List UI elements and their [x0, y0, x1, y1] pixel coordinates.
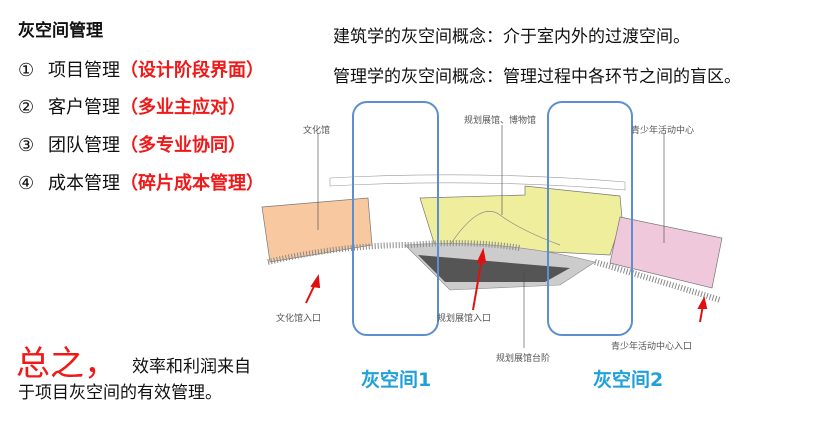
item-text: 项目管理 [48, 60, 120, 81]
upper-walkway [329, 174, 626, 191]
gray-space-2-label: 灰空间2 [593, 369, 664, 391]
list-item: ③ 团队管理（多专业协同） [18, 131, 246, 157]
label-culture-hall: 文化馆 [303, 126, 331, 136]
museum-dome [449, 210, 561, 246]
gray-space-1-box [352, 101, 439, 336]
gray-space-1-label: 灰空间1 [361, 369, 432, 391]
label-planning-steps: 规划展馆台阶 [496, 354, 551, 364]
summary-lead: 总之， [16, 344, 118, 384]
gray-space-2-box [547, 101, 633, 336]
culture-hall-block [261, 197, 373, 263]
item-highlight: （设计阶段界面） [120, 60, 264, 81]
slide-title: 灰空间管理 [18, 21, 103, 41]
architecture-concept: 建筑学的灰空间概念：介于室内外的过渡空间。 [333, 27, 690, 47]
item-highlight: （碎片成本管理） [120, 173, 264, 194]
label-youth-entrance: 青少年活动中心入口 [611, 342, 693, 352]
label-planning-entrance: 规划展馆入口 [437, 314, 492, 324]
list-item: ② 客户管理（多业主应对） [18, 93, 246, 119]
item-highlight: （多专业协同） [120, 135, 246, 156]
summary-line-1: 效率和利润来自 [132, 357, 251, 377]
label-culture-entrance: 文化馆入口 [276, 314, 322, 324]
front-walkway [267, 240, 521, 265]
management-concept: 管理学的灰空间概念：管理过程中各环节之间的盲区。 [333, 67, 741, 87]
list-item: ① 项目管理（设计阶段界面） [18, 56, 264, 82]
item-number: ② [18, 97, 35, 118]
summary-line-2: 于项目灰空间的有效管理。 [18, 383, 222, 403]
item-highlight: （多业主应对） [120, 97, 246, 118]
label-planning-museum: 规划展馆、博物馆 [464, 116, 537, 126]
label-youth-center: 青少年活动中心 [631, 126, 695, 136]
item-text: 团队管理 [48, 135, 120, 156]
item-number: ① [18, 60, 35, 81]
item-number: ③ [18, 135, 35, 156]
item-text: 客户管理 [48, 97, 120, 118]
item-number: ④ [18, 173, 35, 194]
item-text: 成本管理 [48, 173, 120, 194]
youth-center-block [609, 216, 723, 289]
entrance-arrows [305, 247, 708, 323]
list-item: ④ 成本管理（碎片成本管理） [18, 169, 264, 195]
